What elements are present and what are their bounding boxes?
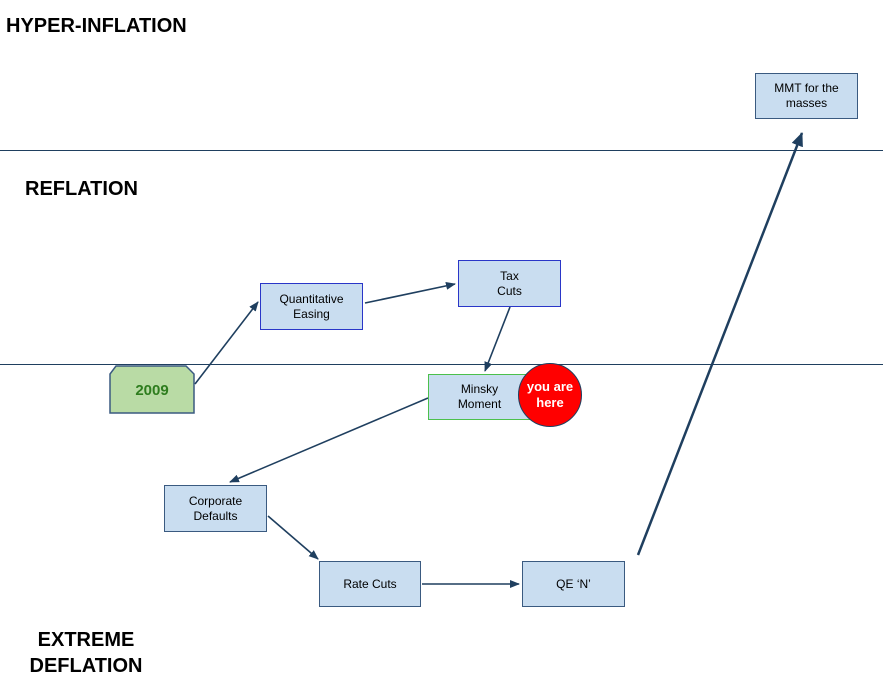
start-node-shape <box>109 365 195 414</box>
node-qe-n-label: QE ‘N’ <box>556 576 591 591</box>
start-node-label: 2009 <box>135 381 169 399</box>
you-are-here-label: you are here <box>526 379 574 410</box>
node-tax-cuts-label: Tax Cuts <box>497 268 522 298</box>
zone-label-extreme-deflation: EXTREME DEFLATION <box>24 627 148 679</box>
arrow-qen-to-mmt <box>636 132 804 556</box>
node-tax-cuts: Tax Cuts <box>458 260 561 307</box>
arrow-qe-to-taxcuts <box>364 281 456 304</box>
node-minsky-moment: Minsky Moment <box>428 374 531 420</box>
node-quantitative-easing: Quantitative Easing <box>260 283 363 330</box>
node-qe-n: QE ‘N’ <box>522 561 625 607</box>
zone-label-reflation: REFLATION <box>25 178 138 200</box>
divider-upper <box>0 150 883 151</box>
node-mmt-for-the-masses: MMT for the masses <box>755 73 858 119</box>
node-rate-cuts: Rate Cuts <box>319 561 421 607</box>
node-minsky-moment-label: Minsky Moment <box>457 382 502 411</box>
you-are-here-marker: you are here <box>518 363 582 427</box>
node-quantitative-easing-label: Quantitative Easing <box>279 291 344 321</box>
zone-label-extreme-line2: DEFLATION <box>29 655 143 677</box>
node-corporate-defaults-label: Corporate Defaults <box>188 493 243 523</box>
divider-lower <box>0 364 883 365</box>
arrow-taxcuts-to-minsky <box>484 306 511 372</box>
node-corporate-defaults: Corporate Defaults <box>164 485 267 532</box>
node-mmt-label: MMT for the masses <box>774 81 839 110</box>
start-node-2009: 2009 <box>108 366 196 414</box>
zone-label-extreme-line1: EXTREME <box>37 629 135 651</box>
arrow-minsky-to-defaults <box>229 397 429 483</box>
arrow-defaults-to-ratecuts <box>267 515 319 560</box>
node-rate-cuts-label: Rate Cuts <box>343 576 397 591</box>
zone-label-hyper-inflation: HYPER-INFLATION <box>6 15 187 37</box>
arrow-2009-to-qe <box>194 301 259 385</box>
